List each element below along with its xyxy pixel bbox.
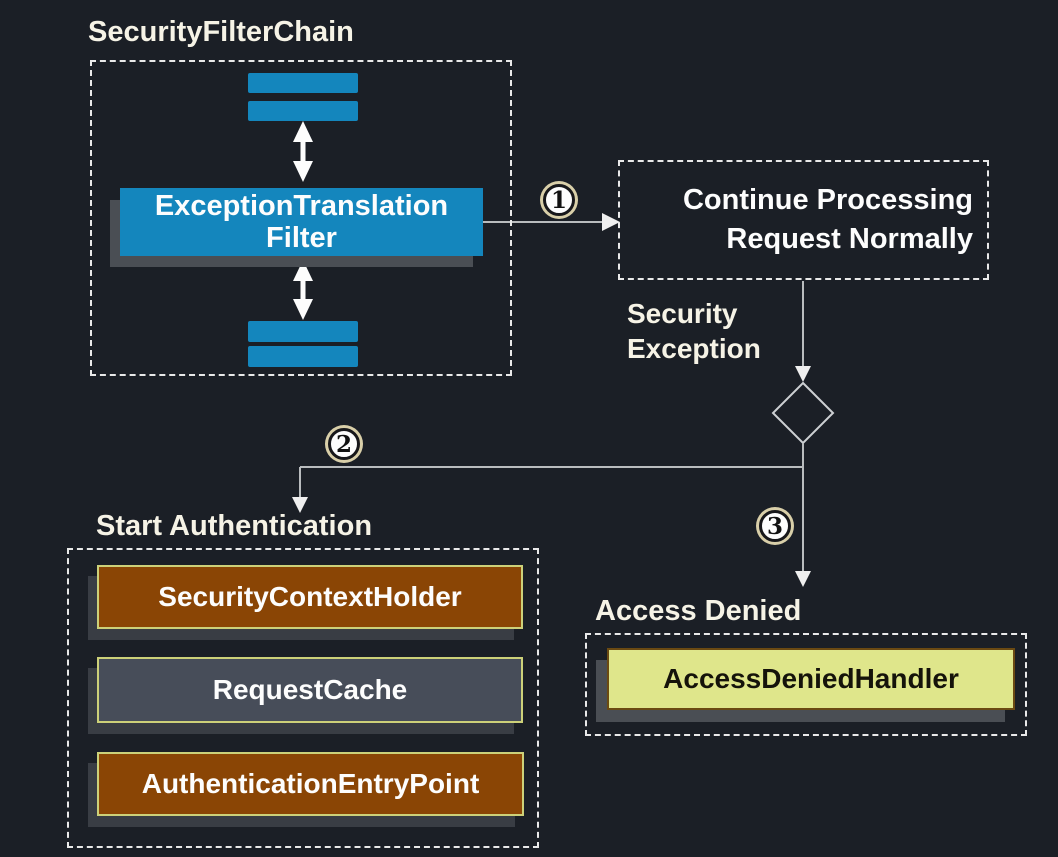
continue-processing-line1: Continue Processing [682,184,973,216]
continue-processing-line2: Request Normally [726,223,973,255]
step3-arrowhead-icon [795,571,811,587]
filter-label-line2: Filter [266,222,337,254]
security-context-holder-box: SecurityContextHolder [97,565,523,629]
security-exception-line1: Security [627,298,738,329]
security-exception-arrowhead-icon [795,366,811,382]
security-exception-line2: Exception [627,333,761,364]
step1-arrowhead-icon [602,213,620,231]
double-arrow-bottom-icon [293,260,313,320]
authentication-entry-point-box: AuthenticationEntryPoint [97,752,524,816]
request-cache-box: RequestCache [97,657,523,723]
start-authentication-box [67,548,539,848]
filter-bar-4 [248,346,358,367]
filter-label-line1: ExceptionTranslation [154,190,449,222]
filter-bar-3 [248,321,358,342]
decision-diamond-icon [771,381,835,445]
access-denied-title: Access Denied [595,595,802,627]
security-filter-chain-title: SecurityFilterChain [88,16,354,48]
security-exception-label: Security Exception [627,296,761,366]
filter-bar-2 [248,101,358,121]
step-3-badge: 3 [759,510,791,542]
access-denied-box [585,633,1027,736]
step2-arrowhead-icon [292,497,308,513]
security-filter-chain-box [90,60,512,376]
access-denied-handler-box: AccessDeniedHandler [607,648,1015,710]
exception-translation-filter-box: ExceptionTranslation Filter [120,188,483,256]
filter-bar-1 [248,73,358,93]
double-arrow-top-icon [293,121,313,182]
start-authentication-title: Start Authentication [96,510,373,542]
step-1-badge: 1 [543,184,575,216]
step-2-badge: 2 [328,428,360,460]
continue-processing-box: Continue Processing Request Normally [618,160,989,280]
